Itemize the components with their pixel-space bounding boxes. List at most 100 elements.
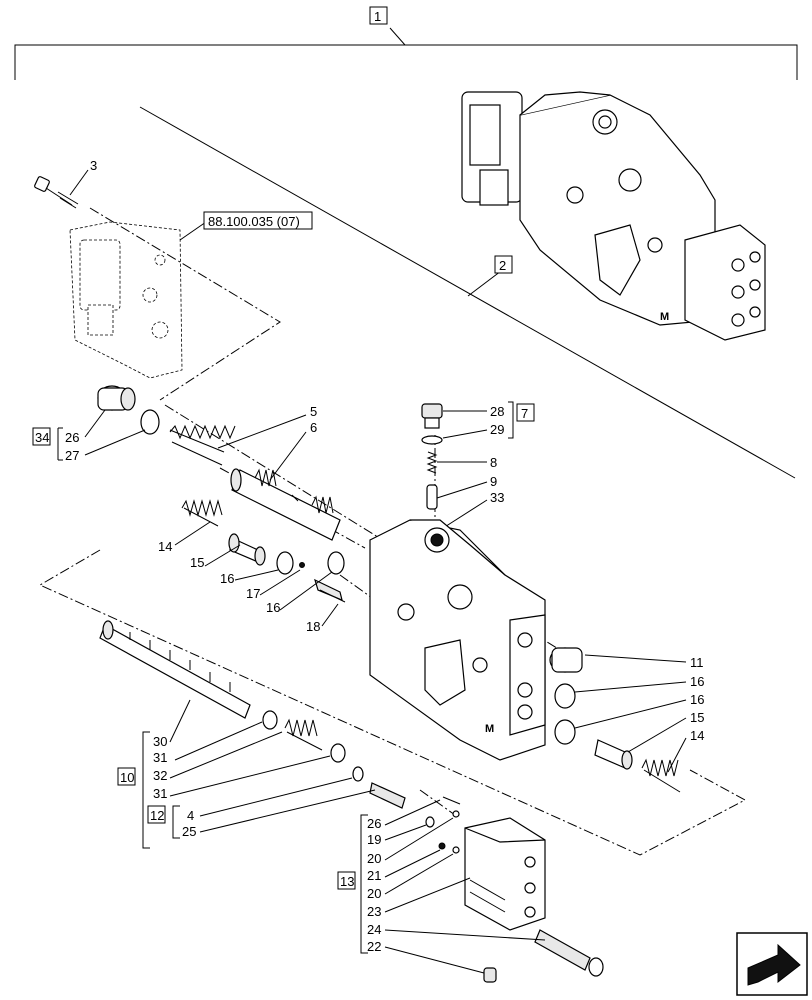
- leader-20b: [384, 853, 454, 895]
- callout-9: 9: [490, 474, 497, 489]
- bolt-3: [34, 176, 79, 209]
- callout-box-34[interactable]: [32, 427, 51, 446]
- washer-20b: [452, 846, 460, 854]
- callout-31b: 31: [153, 786, 167, 801]
- reference-label: 88.100.035 (07): [208, 214, 300, 229]
- callout-16d: 16: [690, 692, 704, 707]
- plug-22: [483, 967, 497, 983]
- bolt-24-head: [588, 957, 604, 977]
- leader-ref: [179, 221, 207, 241]
- callout-box-1[interactable]: [369, 6, 388, 25]
- callout-10: 10: [120, 770, 134, 785]
- callout-16b: 16: [266, 600, 280, 615]
- callout-32: 32: [153, 768, 167, 783]
- leader-17: [259, 569, 301, 596]
- callout-26b: 26: [367, 816, 381, 831]
- leader-26b: [384, 799, 441, 826]
- ball-21: [438, 842, 446, 850]
- leader-6: [269, 431, 307, 481]
- bracket-7: [508, 401, 514, 439]
- callout-22: 22: [367, 939, 381, 954]
- plug-11: [549, 647, 583, 673]
- ball-17: [299, 562, 305, 568]
- o-ring-16d: [554, 719, 576, 745]
- spool-6: [230, 468, 341, 541]
- callout-3: 3: [90, 158, 97, 173]
- callout-4: 4: [187, 808, 194, 823]
- leader-26a: [84, 409, 106, 438]
- leader-30: [169, 699, 191, 743]
- leader-21: [384, 849, 441, 878]
- callout-16a: 16: [220, 571, 234, 586]
- leader-11: [584, 654, 687, 663]
- callout-19: 19: [367, 832, 381, 847]
- valve-section-body: M: [369, 519, 546, 761]
- bolt-25: [369, 782, 406, 809]
- leader-23: [384, 877, 471, 913]
- callout-29: 29: [490, 422, 504, 437]
- callout-30: 30: [153, 734, 167, 749]
- bracket-12: [172, 805, 180, 839]
- leader-33: [439, 499, 488, 531]
- leader-14a: [174, 521, 211, 546]
- leader-31a: [174, 721, 263, 761]
- o-ring-27: [140, 409, 160, 435]
- callout-box-12[interactable]: [147, 805, 166, 824]
- leader-32: [169, 731, 283, 779]
- leader-24: [384, 929, 546, 941]
- piston-15a: [228, 533, 266, 566]
- callout-24: 24: [367, 922, 381, 937]
- callout-11: 11: [690, 655, 704, 670]
- callout-8: 8: [490, 455, 497, 470]
- o-ring-16b: [327, 551, 345, 575]
- leader-16b: [279, 571, 333, 611]
- callout-box-13[interactable]: [337, 871, 356, 890]
- leader-16d: [574, 699, 687, 729]
- o-ring-16a: [276, 551, 294, 575]
- plug-26: [97, 385, 136, 411]
- callout-27: 27: [65, 448, 79, 463]
- reference-box[interactable]: [203, 211, 313, 230]
- leader-19: [384, 824, 427, 841]
- callout-18: 18: [306, 619, 320, 634]
- callout-15a: 15: [190, 555, 204, 570]
- valve-assembly-top: M: [461, 91, 766, 341]
- leader-9: [436, 481, 488, 499]
- o-ring-19: [425, 816, 435, 828]
- spring-14b: [641, 758, 681, 793]
- ring-4: [352, 766, 364, 782]
- spool-30: [99, 620, 251, 719]
- bolt-24: [534, 929, 591, 971]
- spring-5: [169, 424, 236, 466]
- callout-box-2[interactable]: [494, 255, 513, 274]
- section-line: [139, 106, 796, 479]
- next-page-arrow-icon[interactable]: [736, 932, 808, 996]
- leader-15a: [204, 544, 241, 567]
- callout-25: 25: [182, 824, 196, 839]
- leader-16a: [234, 569, 279, 581]
- washer-31b: [330, 743, 346, 763]
- leader-27: [84, 429, 146, 456]
- leader-4: [199, 777, 353, 817]
- pin-26b: [442, 796, 461, 805]
- spring-32: [284, 718, 323, 751]
- washer-31a: [262, 710, 278, 730]
- plunger-18: [314, 578, 346, 603]
- end-cap-23: [464, 817, 546, 931]
- leader-18: [321, 603, 339, 627]
- leader-20a: [384, 817, 454, 861]
- bracket-34: [57, 427, 63, 461]
- leader-31b: [169, 755, 331, 797]
- callout-15b: 15: [690, 710, 704, 725]
- callout-23: 23: [367, 904, 381, 919]
- callout-34: 34: [35, 430, 49, 445]
- svg-text:M: M: [485, 723, 494, 735]
- bracket-10: [142, 731, 150, 849]
- callout-31a: 31: [153, 750, 167, 765]
- callout-box-7[interactable]: [516, 403, 535, 422]
- callout-2: 2: [499, 258, 506, 273]
- bracket-13: [360, 814, 368, 954]
- o-ring-16c: [554, 683, 576, 709]
- callout-box-10[interactable]: [117, 767, 136, 786]
- callout-33: 33: [490, 490, 504, 505]
